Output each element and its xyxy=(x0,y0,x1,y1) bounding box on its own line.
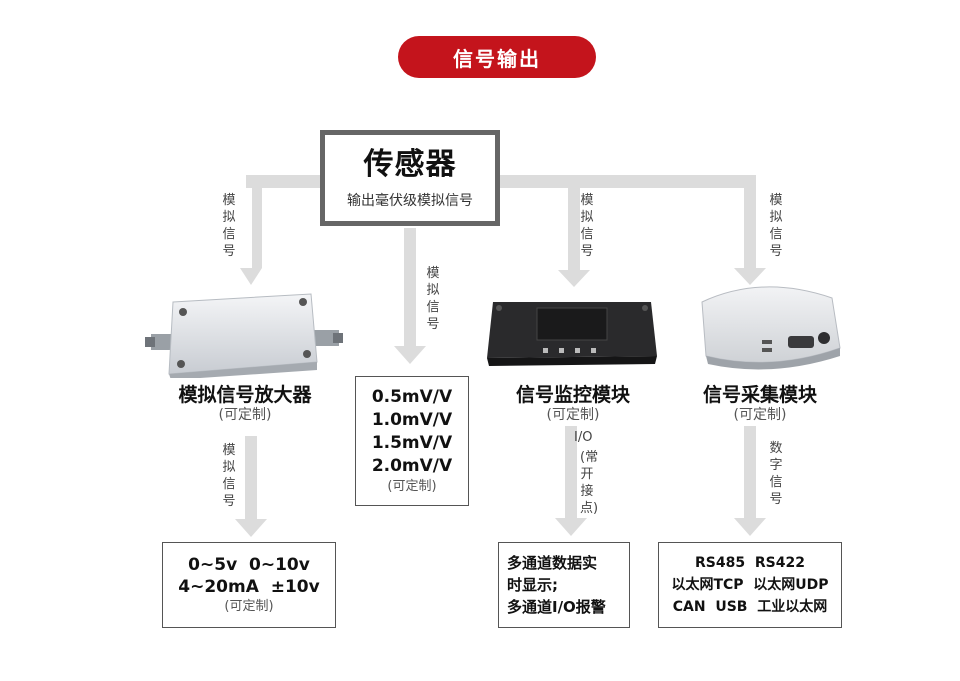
monitor-image xyxy=(487,302,657,366)
direct-output-box: 0.5mV/V 1.0mV/V 1.5mV/V 2.0mV/V (可定制) xyxy=(355,376,469,506)
collector-output-line: 以太网TCP 以太网UDP xyxy=(671,577,829,593)
direct-output-line: 1.0mV/V xyxy=(371,410,453,430)
sensor-title: 传感器 xyxy=(363,147,457,182)
direct-output-line: 1.5mV/V xyxy=(371,433,453,453)
arrow-sensor-to-monitor xyxy=(558,188,590,287)
collector-title: 信号采集模块 xyxy=(702,384,817,406)
collector-image xyxy=(701,286,841,370)
amplifier-output-note: (可定制) xyxy=(224,599,274,614)
amplifier-image xyxy=(145,293,343,378)
amplifier-subtitle: (可定制) xyxy=(218,407,272,423)
monitor-title: 信号监控模块 xyxy=(515,384,630,406)
monitor-output-line: 多通道I/O报警 xyxy=(507,598,606,616)
arrow-sensor-to-amplifier xyxy=(240,175,320,285)
edge-label-amp-in: 模拟信号 xyxy=(222,193,236,259)
edge-label-collector-out: 数字信号 xyxy=(769,441,783,507)
arrow-collector-to-output xyxy=(734,426,766,536)
amplifier-title: 模拟信号放大器 xyxy=(178,384,312,406)
edge-label-monitor-out-b: (常开接点) xyxy=(580,450,599,516)
edge-label-amp-out: 模拟信号 xyxy=(222,443,236,509)
collector-output-line: CAN USB 工业以太网 xyxy=(672,599,828,615)
collector-output-line: RS485 RS422 xyxy=(695,555,805,571)
edge-label-monitor-in: 模拟信号 xyxy=(580,193,594,259)
arrow-sensor-to-direct xyxy=(394,228,426,364)
direct-output-note: (可定制) xyxy=(387,479,437,494)
amplifier-output-box: 0~5v 0~10v 4~20mA ±10v (可定制) xyxy=(162,542,336,628)
arrow-sensor-to-collector xyxy=(734,188,766,285)
edge-label-direct: 模拟信号 xyxy=(426,266,440,332)
monitor-subtitle: (可定制) xyxy=(546,407,600,423)
monitor-output-line: 时显示; xyxy=(507,576,558,594)
collector-subtitle: (可定制) xyxy=(733,407,787,423)
arrow-monitor-to-output xyxy=(555,426,587,536)
arrow-top-bar-left xyxy=(246,175,320,188)
amplifier-output-line: 4~20mA ±10v xyxy=(178,577,320,597)
edge-label-collector-in: 模拟信号 xyxy=(769,193,783,259)
sensor-subtitle: 输出毫伏级模拟信号 xyxy=(347,193,473,209)
section-title: 信号输出 xyxy=(398,36,596,78)
sensor-box: 传感器 输出毫伏级模拟信号 xyxy=(320,130,500,226)
edge-label-monitor-out-a: I/O xyxy=(574,430,593,445)
amplifier-output-line: 0~5v 0~10v xyxy=(188,555,310,575)
arrow-amplifier-to-output xyxy=(235,436,267,537)
monitor-output-line: 多通道数据实 xyxy=(507,554,598,572)
direct-output-line: 0.5mV/V xyxy=(371,387,453,407)
arrow-top-bar-right xyxy=(500,175,756,188)
monitor-output-box: 多通道数据实 时显示; 多通道I/O报警 xyxy=(498,542,630,628)
collector-output-box: RS485 RS422 以太网TCP 以太网UDP CAN USB 工业以太网 xyxy=(658,542,842,628)
direct-output-line: 2.0mV/V xyxy=(371,456,453,476)
